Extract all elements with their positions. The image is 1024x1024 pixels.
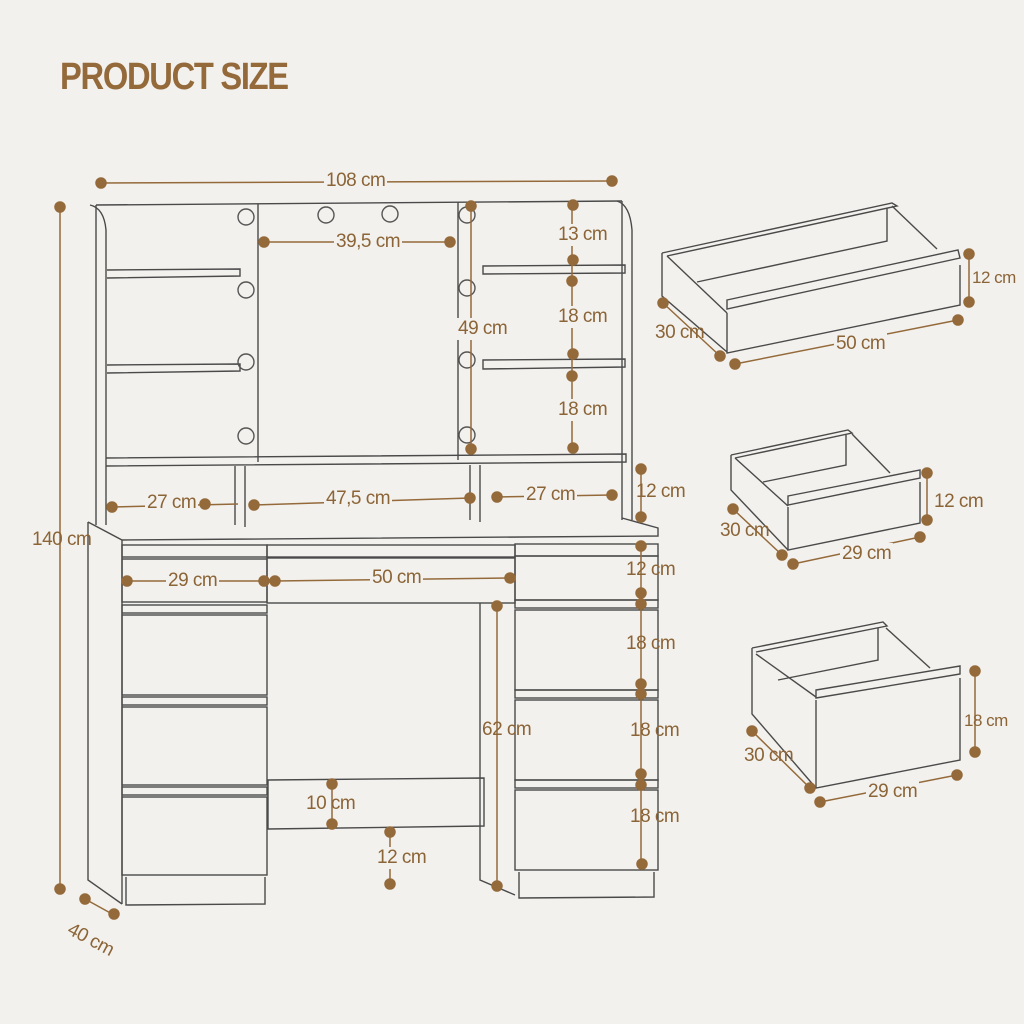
drawer-2-depth-label: 30 cm <box>720 520 770 541</box>
center-cubby-width-label: 47,5 cm <box>324 488 393 510</box>
back-panel-height-label: 10 cm <box>306 793 356 814</box>
drawer-2-width-label: 29 cm <box>840 543 894 565</box>
top-drawer-height-label: 12 cm <box>626 559 676 580</box>
drawer-height-1-label: 18 cm <box>626 633 676 654</box>
right-cubby-width-label: 27 cm <box>524 484 578 506</box>
side-drawer-width-label: 29 cm <box>166 570 220 592</box>
drawer-2-height-label: 12 cm <box>934 491 984 512</box>
overall-height-label: 140 cm <box>32 529 92 550</box>
drawer-3-width-label: 29 cm <box>866 781 920 803</box>
knee-height-label: 62 cm <box>482 719 532 740</box>
shelf-gap-1-label: 18 cm <box>556 306 610 328</box>
drawer-3-height-label: 18 cm <box>964 711 1008 730</box>
back-panel-clearance-label: 12 cm <box>375 847 429 869</box>
shelf-gap-2-label: 18 cm <box>556 399 610 421</box>
page-title: PRODUCT SIZE <box>60 56 289 98</box>
drawer-3-depth-label: 30 cm <box>744 745 794 766</box>
center-drawer-width-label: 50 cm <box>370 567 424 589</box>
drawer-height-3-label: 18 cm <box>630 806 680 827</box>
shelf-top-gap-label: 13 cm <box>556 224 610 246</box>
hutch-height-label: 49 cm <box>456 318 510 340</box>
drawer-1-height-label: 12 cm <box>972 268 1016 287</box>
drawer-1-depth-label: 30 cm <box>655 322 705 343</box>
cubby-height-label: 12 cm <box>636 481 686 502</box>
overall-width-label: 108 cm <box>324 170 388 192</box>
drawer-1-width-label: 50 cm <box>834 333 888 355</box>
drawer-height-2-label: 18 cm <box>630 720 680 741</box>
mirror-width-label: 39,5 cm <box>334 231 403 253</box>
left-cubby-width-label: 27 cm <box>145 492 199 514</box>
